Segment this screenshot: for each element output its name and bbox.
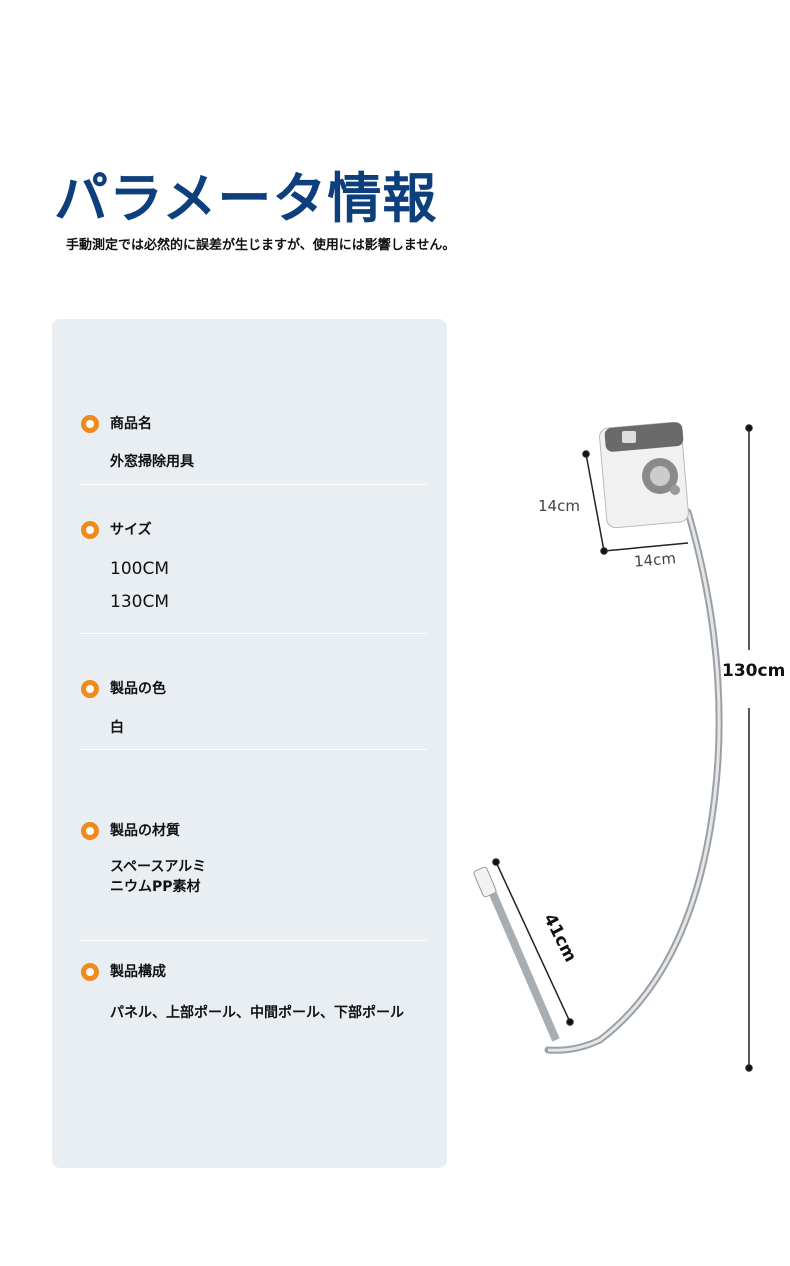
page-subtitle: 手動測定では必然的に誤差が生じますが、使用には影響しません。 <box>66 238 456 253</box>
dimension-lines <box>492 424 753 1072</box>
pad-height-label: 14cm <box>538 497 580 515</box>
bullet-icon <box>81 521 99 539</box>
divider <box>80 633 427 634</box>
bullet-icon <box>81 963 99 981</box>
spec-value: スペースアルミ <box>110 859 207 875</box>
divider <box>80 484 427 485</box>
bullet-icon <box>81 680 99 698</box>
spec-value: パネル、上部ポール、中間ポール、下部ポール <box>110 1005 404 1021</box>
spec-label: 製品構成 <box>110 964 166 980</box>
cleaning-pad-icon <box>599 421 689 529</box>
spec-value: 外窓掃除用具 <box>110 454 194 470</box>
spec-value: 130CM <box>110 592 169 612</box>
spec-label: サイズ <box>110 522 152 538</box>
divider <box>80 749 427 750</box>
pole <box>473 508 723 1054</box>
spec-panel: 商品名 外窓掃除用具 サイズ 100CM 130CM 製品の色 白 製品の材質 … <box>52 319 447 1168</box>
bullet-icon <box>81 822 99 840</box>
spec-label: 製品の材質 <box>110 823 180 839</box>
spec-value: 100CM <box>110 559 169 579</box>
page-title: パラメータ情報 <box>54 167 438 230</box>
spec-label: 製品の色 <box>110 681 166 697</box>
divider <box>80 940 427 941</box>
pad-width-label: 14cm <box>633 549 677 571</box>
pole-length-label: 130cm <box>722 661 786 681</box>
spec-value: 白 <box>110 720 124 736</box>
bullet-icon <box>81 415 99 433</box>
spec-label: 商品名 <box>110 416 152 432</box>
spec-value: ニウムPP素材 <box>110 879 201 895</box>
